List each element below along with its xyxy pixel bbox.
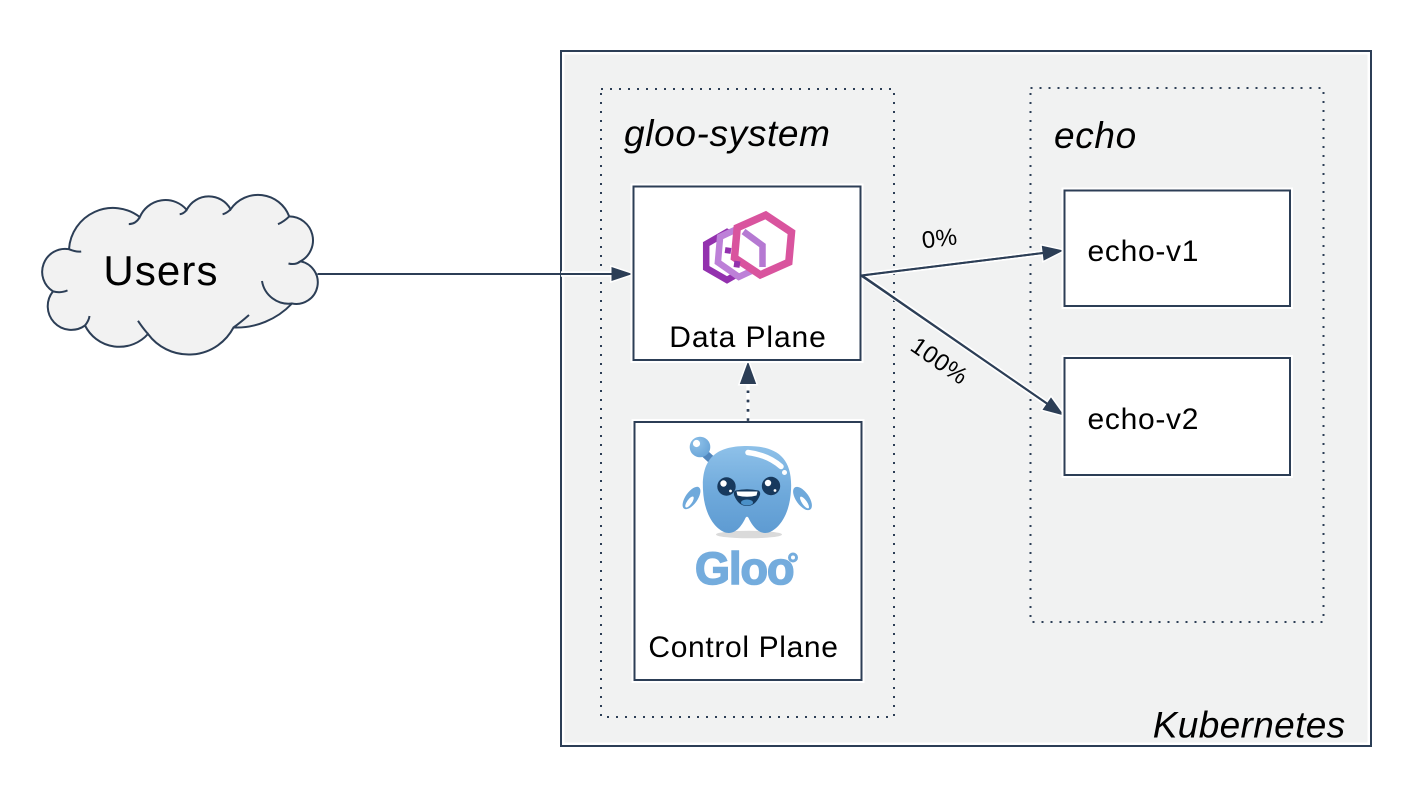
svg-text:echo-v2: echo-v2	[1088, 403, 1200, 436]
svg-text:echo: echo	[1054, 115, 1137, 156]
svg-text:echo-v1: echo-v1	[1088, 235, 1200, 268]
svg-text:Data Plane: Data Plane	[669, 321, 826, 354]
svg-text:0%: 0%	[920, 223, 959, 254]
svg-text:Users: Users	[103, 247, 218, 294]
svg-text:Gloo: Gloo	[695, 543, 793, 594]
svg-text:Kubernetes: Kubernetes	[1153, 705, 1346, 746]
svg-text:gloo-system: gloo-system	[624, 113, 831, 154]
svg-text:Control Plane: Control Plane	[648, 631, 838, 664]
